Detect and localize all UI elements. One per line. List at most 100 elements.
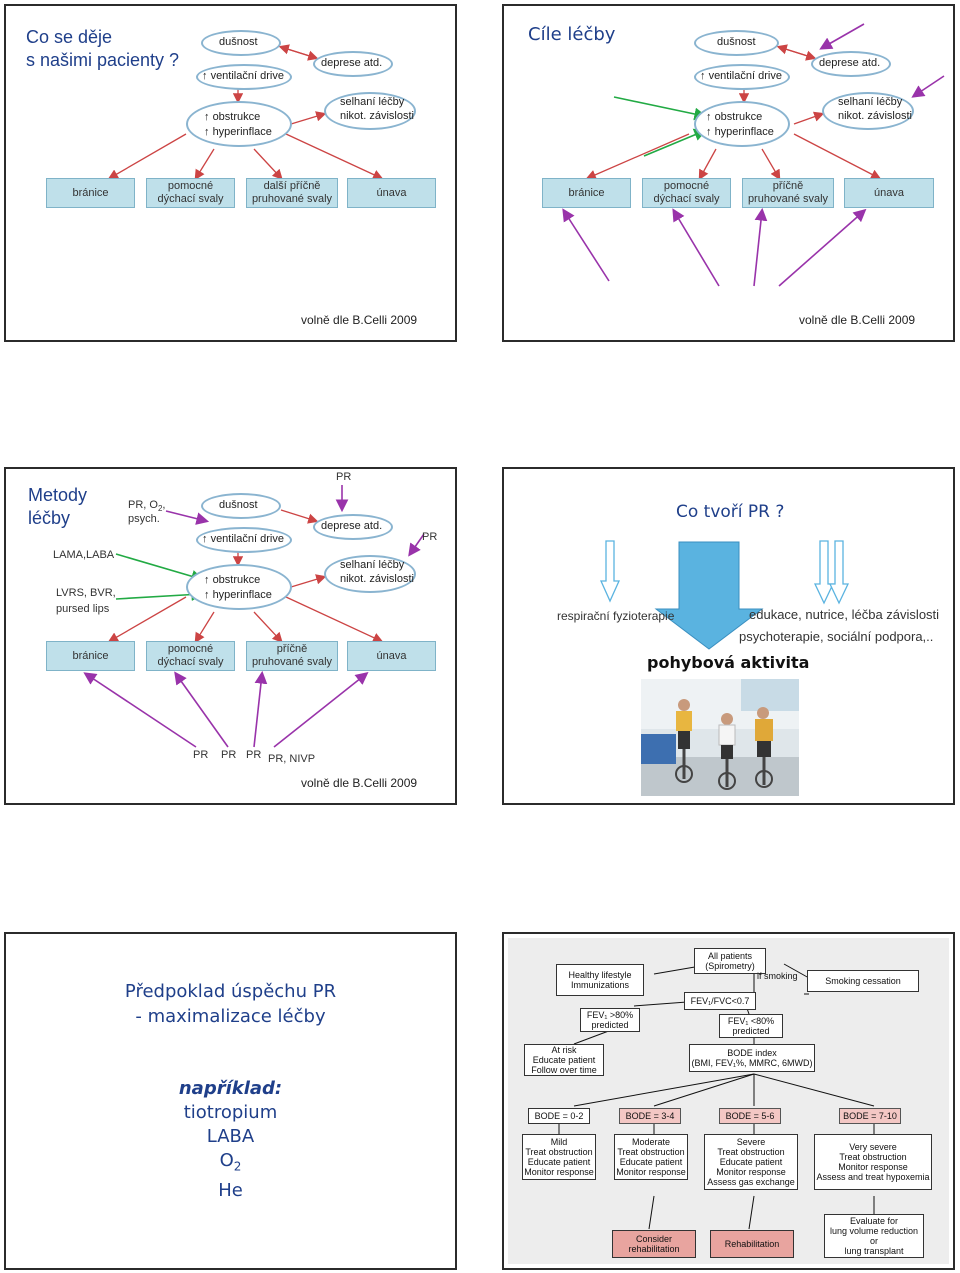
fc-fev-lt80: FEV₁ <80%predicted: [719, 1014, 783, 1038]
label-selhani1: selhaní léčby: [340, 96, 405, 108]
label-ventilacni: ↑ ventilační drive: [202, 533, 284, 545]
fc-fev-ratio: FEV₁/FVC<0.7: [684, 992, 756, 1010]
fc-rehabilitation: Rehabilitation: [710, 1230, 794, 1258]
label-lama-laba: LAMA,LABA: [53, 549, 115, 561]
box-branice: bránice: [46, 178, 135, 208]
label-selhani1: selhaní léčby: [838, 96, 903, 108]
fc-bode-0-2: BODE = 0-2: [528, 1108, 590, 1124]
slide1-credit: volně dle B.Celli 2009: [301, 313, 418, 327]
fc-bode-7-10: BODE = 7-10: [839, 1108, 901, 1124]
label-deprese: deprese atd.: [321, 57, 383, 69]
ellipse-ventilacni: [196, 64, 292, 90]
label-physical-activity: pohybová aktivita: [647, 653, 810, 672]
label-pr-o2: PR, O2,: [128, 499, 166, 514]
fc-if-smoking: if smoking: [757, 971, 798, 981]
label-selhani1: selhaní léčby: [340, 559, 405, 571]
ellipse-selhani: [822, 92, 914, 130]
ellipse-deprese: [313, 51, 393, 77]
ellipse-ventilacni: [196, 527, 292, 553]
ellipse-deprese: [811, 51, 891, 77]
up-arrow-icon: ↑: [202, 70, 211, 82]
label-deprese: deprese atd.: [321, 520, 383, 532]
slide2-title: Cíle léčby: [528, 24, 616, 45]
fc-all-patients: All patients(Spirometry): [694, 948, 766, 974]
label-respiratory-physio: respirační fyzioterapie: [557, 609, 675, 623]
label-hyperinflace: ↑ hyperinflace: [204, 589, 272, 601]
slide-pr-success: Předpoklad úspěchu PR - maximalizace léč…: [4, 932, 457, 1270]
slide1-title-line1: Co se děje: [26, 27, 113, 47]
label-lvrs: LVRS, BVR,: [56, 587, 116, 599]
label-ventilacni: ↑ ventilační drive: [700, 70, 782, 82]
slide3-title-line1: Metody: [28, 485, 88, 505]
item-laba: LABA: [206, 1126, 255, 1147]
slide-what-happens: Co se děje s našimi pacienty ? dušnost ↑…: [4, 4, 457, 342]
label-education: edukace, nutrice, léčba závislosti: [749, 607, 940, 622]
label-psychotherapy: psychoterapie, sociální podpora,..: [739, 629, 934, 644]
item-o2: O2: [219, 1150, 242, 1174]
small-down-arrow-right-2: [828, 540, 850, 605]
ellipse-ventilacni: [694, 64, 790, 90]
ellipse-selhani: [324, 92, 416, 130]
fc-bode-3-4: BODE = 3-4: [619, 1108, 681, 1124]
label-obstrukce: ↑ obstrukce: [204, 111, 261, 123]
label-selhani2: nikot. závislosti: [340, 573, 414, 585]
slide3-credit: volně dle B.Celli 2009: [301, 776, 418, 790]
slide-treatment-methods: Metody léčby PR, O2, psych. PR PR LAMA,L…: [4, 467, 457, 805]
box-branice: bránice: [542, 178, 631, 208]
slide5-title-line2: - maximalizace léčby: [135, 1006, 326, 1027]
label-selhani2: nikot. závislosti: [340, 110, 414, 122]
label-pr-nivp: PR, NIVP: [268, 753, 316, 765]
label-deprese: deprese atd.: [819, 57, 881, 69]
label-psych: psych.: [128, 513, 160, 525]
item-he: He: [218, 1179, 243, 1201]
fc-bode-5-6: BODE = 5-6: [719, 1108, 781, 1124]
box-unava: únava: [347, 641, 436, 671]
label-pr-top: PR: [336, 471, 352, 483]
ellipse-dusnost: [201, 30, 281, 56]
slide3-title-line2: léčby: [28, 508, 71, 528]
slide5-list: například: tiotropium LABA O2 He: [6, 1077, 455, 1203]
slide3-title: Metody léčby: [28, 484, 87, 530]
exercise-bikes-photo: [641, 679, 799, 796]
ellipse-dusnost: [694, 30, 779, 56]
label-dusnost: dušnost: [219, 499, 258, 511]
up-arrow-icon: ↑: [204, 574, 213, 586]
up-arrow-icon: ↑: [202, 533, 211, 545]
small-down-arrow-left: [599, 540, 621, 603]
ellipse-obstrukce: [186, 101, 292, 147]
label-pr-right: PR: [422, 531, 438, 543]
slide-what-is-pr: Co tvoří PR ? respirační fyzioterapie ed…: [502, 467, 955, 805]
label-dusnost: dušnost: [219, 36, 258, 48]
item-tiotropium: tiotropium: [183, 1102, 278, 1123]
label-pr-bottom-1: PR: [193, 749, 209, 761]
slide5-title-line1: Předpoklad úspěchu PR: [124, 981, 337, 1002]
slide2-credit: volně dle B.Celli 2009: [799, 313, 916, 327]
up-arrow-icon: ↑: [204, 126, 213, 138]
box-branice: bránice: [46, 641, 135, 671]
fc-fev-gt80: FEV₁ >80%predicted: [580, 1008, 640, 1032]
label-example: například:: [178, 1078, 283, 1099]
slide5-title: Předpoklad úspěchu PR - maximalizace léč…: [6, 979, 455, 1029]
label-selhani2: nikot. závislosti: [838, 110, 912, 122]
ellipse-obstrukce: [186, 564, 292, 610]
ellipse-selhani: [324, 555, 416, 593]
up-arrow-icon: ↑: [706, 126, 715, 138]
label-hyperinflace: ↑ hyperinflace: [706, 126, 774, 138]
fc-smoking-cessation: Smoking cessation: [807, 970, 919, 992]
slide-copd-flowchart: All patients(Spirometry) Healthy lifesty…: [502, 932, 955, 1270]
label-pr-bottom-2: PR: [221, 749, 237, 761]
ellipse-dusnost: [201, 493, 281, 519]
